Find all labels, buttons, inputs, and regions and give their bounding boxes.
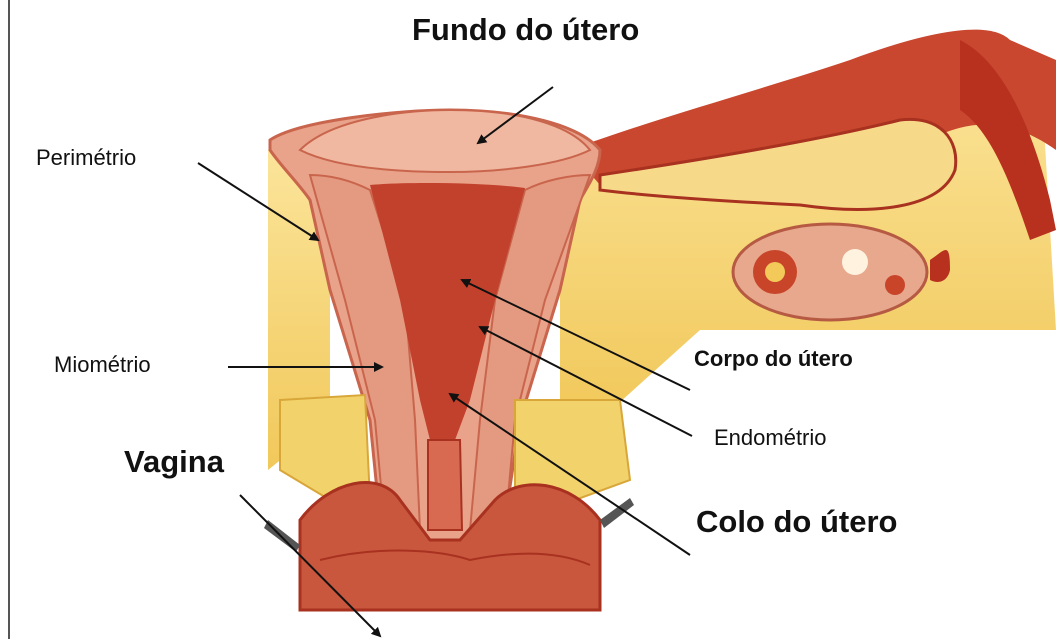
label-fundo: Fundo do útero: [412, 12, 639, 48]
label-corpo: Corpo do útero: [694, 346, 853, 372]
label-vagina: Vagina: [124, 444, 224, 480]
ovary-follicle-2: [765, 262, 785, 282]
cervical-canal: [428, 440, 462, 530]
ovary-follicle-4: [885, 275, 905, 295]
label-endometrio: Endométrio: [714, 425, 827, 451]
label-perimetrio: Perimétrio: [36, 145, 136, 171]
label-colo: Colo do útero: [696, 504, 897, 540]
label-miometrio: Miométrio: [54, 352, 151, 378]
ovary-follicle-3: [842, 249, 868, 275]
